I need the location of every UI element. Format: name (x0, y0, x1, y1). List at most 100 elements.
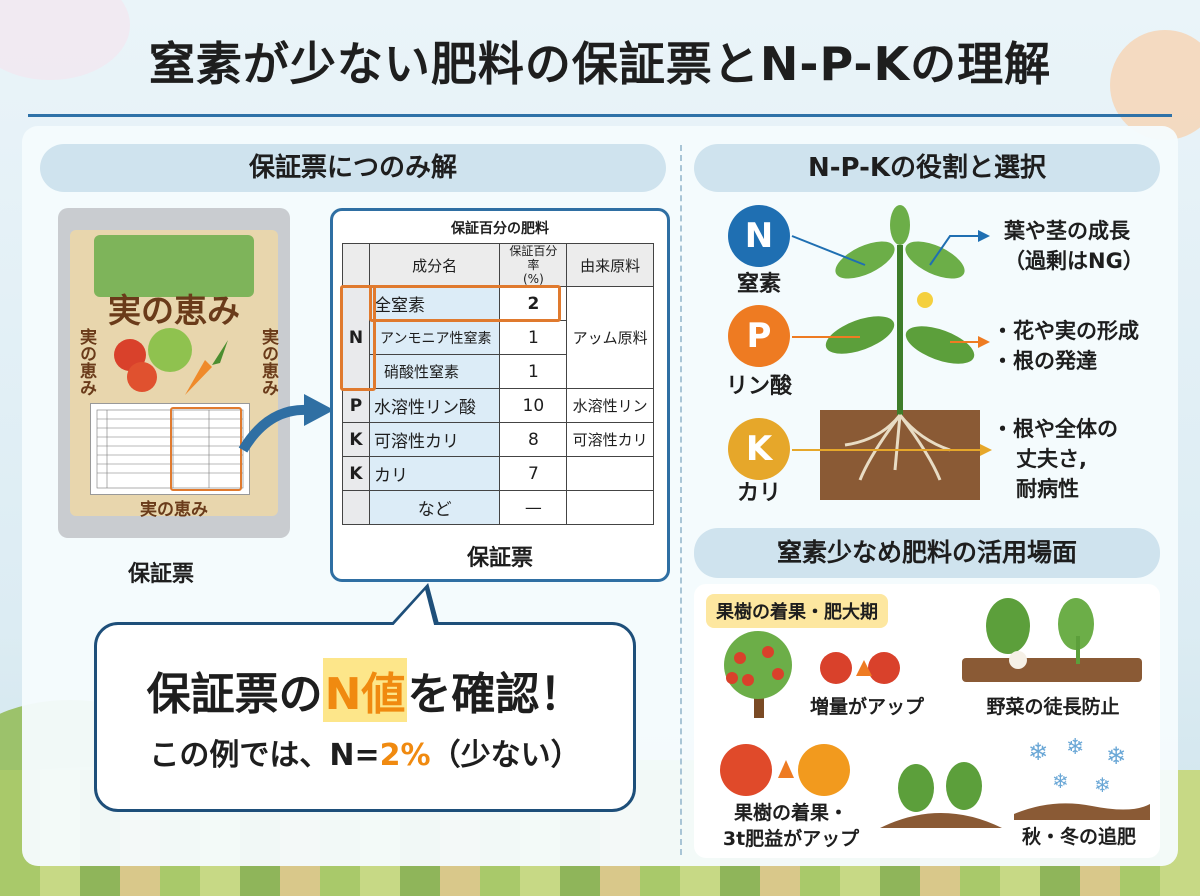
table-cat-k: K (342, 456, 370, 491)
section-divider (680, 145, 682, 855)
table-cell-name: 全窒素 (368, 286, 501, 321)
callout-line1: 保証票のN値を確認！ (110, 658, 620, 722)
phosphate-icon: P (728, 305, 790, 367)
roots-icon (844, 414, 951, 481)
leaf-icon (835, 241, 895, 279)
usage-tag: 果樹の着果・肥大期 (706, 594, 888, 628)
phosphate-role-line: ・根の発達 (992, 349, 1097, 373)
callout-line1-post: を確認！ (407, 669, 584, 720)
arrow-icon (238, 394, 334, 453)
table-header-name: 成分名 (368, 243, 501, 287)
nitrogen-role-line: 葉や茎の成長 (1004, 219, 1130, 243)
table-header-source: 由来原料 (566, 243, 654, 287)
callout-line1-pre: 保証票の (146, 669, 323, 720)
table-cell-source (566, 456, 654, 491)
snowflake-icon: ❄ (1094, 773, 1111, 797)
tomato-icon (127, 362, 157, 392)
callout-n-value: N値 (322, 658, 408, 722)
scene-caption-line: 果樹の着果・ (733, 802, 848, 824)
fruits-icon (720, 744, 850, 796)
spinach-icon (880, 762, 1002, 828)
table-cat-empty (342, 490, 370, 525)
scene-caption: 野菜の徒長防止 (986, 696, 1120, 718)
nitrogen-role-line: （過剰はNG） (1004, 249, 1144, 273)
table-cell-source (566, 490, 654, 525)
table-cell-name: アンモニア性窒素 (368, 320, 501, 355)
nitrogen-highlight (340, 285, 376, 391)
left-section-heading: 保証票につのみ解 (40, 144, 666, 192)
table-header-cat (342, 243, 370, 287)
snow-field-icon: ❄ ❄ ❄ ❄ ❄ (1014, 735, 1150, 820)
table-cell-source: 可溶性カリ (566, 422, 654, 457)
table-cell-name: 硝酸性窒素 (368, 354, 501, 389)
scene-caption: 秋・冬の追肥 (1021, 826, 1136, 848)
table-cell-name: カリ (368, 456, 501, 491)
leaf-icon (212, 340, 228, 365)
bag-caption: 保証票 (128, 562, 195, 587)
table-row: K カリ 7 (342, 456, 654, 491)
nutrient-arrows (791, 230, 992, 456)
bag-brand: 実の恵み (108, 291, 240, 330)
scene-caption: 増量がアップ (809, 696, 924, 718)
potassium-icon: K (728, 418, 790, 480)
cabbage-icon (148, 328, 192, 372)
table-row: 硝酸性窒素 1 (343, 354, 654, 389)
snowflake-icon: ❄ (1066, 735, 1084, 760)
table-cell-value: 1 (499, 320, 568, 355)
table-cell-source: アッム原料 (566, 286, 654, 389)
bag-side-left: 実の恵み (76, 328, 96, 396)
nitrogen-label: 窒素 (736, 272, 781, 297)
carrot-icon (185, 360, 212, 395)
snowflake-icon: ❄ (1028, 738, 1048, 766)
leaf-icon (905, 326, 975, 364)
table-row: など — (342, 490, 654, 525)
total-nitrogen-highlight (369, 285, 561, 322)
flower-icon (917, 292, 933, 308)
scene-caption: 果樹の着果・ 3t肥益がアップ (716, 800, 866, 852)
callout-line2-post: （少ない） (430, 738, 581, 773)
nitrogen-role: 葉や茎の成長 （過剰はNG） (1004, 216, 1144, 276)
table-cell-value: 10 (499, 388, 568, 423)
table-row: K 可溶性カリ 8 可溶性カリ (342, 422, 654, 457)
page-title: 窒素が少ない肥料の保証票とN-P-Kの理解 (148, 37, 1052, 91)
table-cell-value: 7 (499, 456, 568, 491)
leaf-icon (905, 241, 965, 279)
bag-guarantee-label (90, 403, 250, 495)
table-caption: 保証票 (466, 546, 533, 571)
phosphate-role-line: ・花や実の形成 (992, 319, 1139, 343)
bag-top-band (94, 235, 254, 297)
phosphate-label: リン酸 (725, 374, 792, 399)
vegetables-bed-icon (962, 598, 1142, 682)
table-cat-p: P (342, 388, 370, 423)
snowflake-icon: ❄ (1052, 769, 1069, 793)
table-header-row: 成分名 保証百分率 (%) 由来原料 (342, 243, 654, 287)
table-cell-name: など (368, 490, 501, 525)
plant-illustration (820, 205, 980, 500)
bag-side-right: 実の恵み (258, 328, 278, 396)
table-cell-source: 水溶性リン (566, 388, 654, 423)
callout-line2-pre: この例では、N= (149, 738, 380, 773)
mini-table-illustration (96, 407, 244, 491)
potassium-role: ・根や全体の 丈夫さ, 耐病性 (992, 414, 1118, 504)
vegetables-illustration (114, 328, 228, 395)
usage-heading: 窒素少なめ肥料の活用場面 (694, 528, 1160, 578)
table-title: 保証百分の肥料 (451, 221, 549, 237)
callout-percent: 2% (379, 738, 431, 773)
phosphate-role: ・花や実の形成 ・根の発達 (992, 316, 1139, 376)
table-cell-name: 水溶性リン酸 (368, 388, 501, 423)
table-cat-k: K (342, 422, 370, 457)
potassium-role-line: 丈夫さ, (1016, 447, 1087, 471)
table-cell-name: 可溶性カリ (368, 422, 501, 457)
table-cell-value: 1 (499, 354, 568, 389)
bag-bottom-brand: 実の恵み (140, 500, 208, 520)
leaf-icon (890, 205, 910, 245)
table-cell-value: — (499, 490, 568, 525)
guarantee-table: 成分名 保証百分率 (%) 由来原料 N 全窒素 2 アッム原料 アンモニア性窒… (342, 243, 654, 525)
table-header-percent: 保証百分率 (%) (499, 243, 568, 287)
fruit-tree-icon (724, 631, 792, 718)
sun-decoration (1110, 30, 1200, 140)
potassium-role-line: ・根や全体の (992, 417, 1118, 441)
scene-caption-line: 3t肥益がアップ (722, 828, 860, 850)
potassium-label: カリ (736, 481, 781, 506)
right-section-heading: N-P-Kの役割と選択 (694, 144, 1160, 192)
